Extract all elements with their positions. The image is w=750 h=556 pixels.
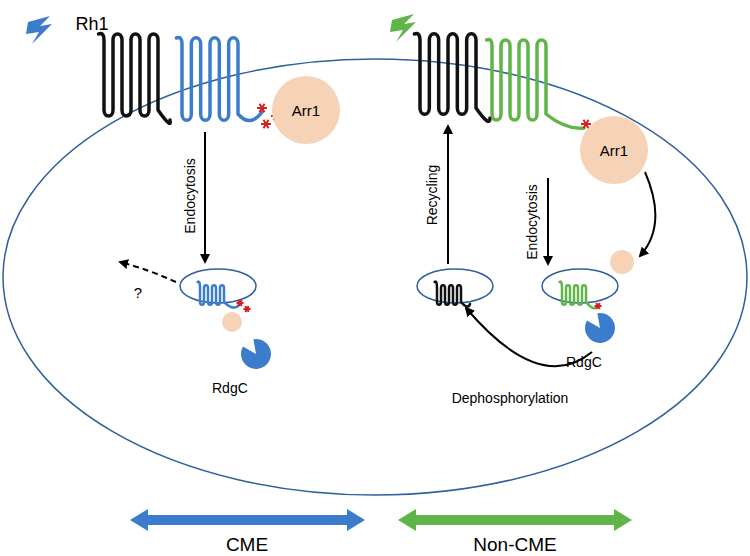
arrestin-small (222, 312, 242, 332)
node-text: Arr1 (292, 102, 320, 119)
range-arrow (130, 509, 365, 531)
vesicle (417, 269, 493, 303)
annotation-label: Non-CME (473, 534, 556, 556)
pacman-symbol (566, 312, 628, 346)
light-flash (390, 14, 416, 42)
phospho-mark (260, 104, 265, 113)
phosphatase-shape: RdgC (212, 338, 274, 400)
annotation-label: Rh1 (75, 14, 108, 35)
receptor (435, 282, 470, 307)
unknown-fate-arrow (120, 262, 176, 282)
receptor (414, 34, 490, 122)
phosphatase-pacman (585, 313, 615, 343)
phospho-mark (238, 300, 242, 306)
phospho-mark (264, 120, 269, 129)
phospho-mark (596, 303, 600, 309)
annotation-label: Endocytosis (182, 158, 198, 233)
phosphatase-pacman (241, 339, 271, 369)
annotation-label: CME (226, 534, 268, 556)
phospho-mark (264, 120, 269, 129)
node-text: Arr1 (600, 142, 628, 159)
annotation-label: Dephosphorylation (452, 390, 569, 406)
receptor (560, 282, 598, 309)
endocytosis-arrow (547, 178, 549, 264)
node-text: RdgC (212, 380, 248, 396)
annotation-label: Recycling (424, 165, 440, 226)
phospho-mark (260, 104, 265, 113)
recycling-arrow (447, 126, 449, 264)
arrestin-circle: Arr1 (580, 116, 648, 184)
node-text: RdgC (566, 354, 602, 370)
annotation-label: ? (134, 284, 142, 301)
receptor (176, 38, 262, 121)
light-flash (26, 16, 52, 44)
pacman-symbol (212, 338, 274, 372)
release-arrow (640, 172, 655, 256)
range-arrow (398, 509, 632, 531)
phospho-mark (245, 306, 249, 312)
annotation-label: Endocytosis (524, 184, 540, 259)
receptor (487, 40, 584, 129)
phosphatase-shape: RdgC (566, 312, 628, 374)
phospho-mark (238, 300, 242, 306)
arrestin-circle: Arr1 (272, 76, 340, 144)
receptor (198, 282, 240, 308)
phospho-mark (245, 306, 249, 312)
endocytosis-arrow (204, 132, 206, 262)
arrestin-released (610, 250, 634, 274)
receptor (99, 34, 171, 124)
vesicle (542, 269, 618, 303)
cell-membrane (3, 59, 747, 495)
vesicle (180, 269, 256, 303)
phospho-mark (596, 303, 600, 309)
